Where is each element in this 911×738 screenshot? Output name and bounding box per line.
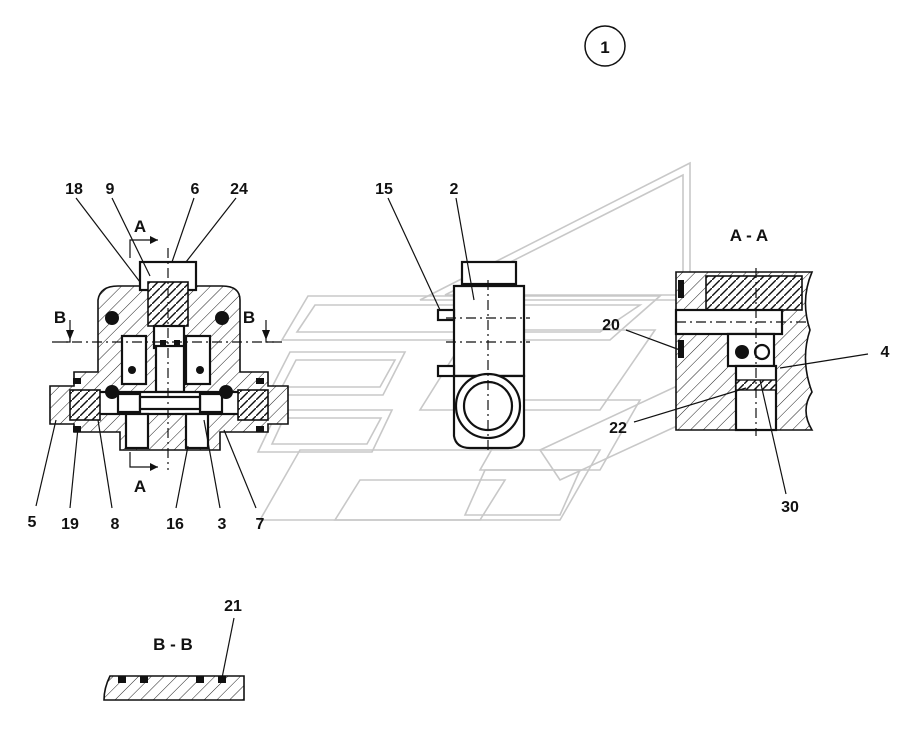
callout-20: 20 [602, 317, 620, 334]
cut-b-right-label: B [243, 308, 255, 327]
cut-b-left-label: B [54, 308, 66, 327]
callout-2: 2 [450, 181, 459, 198]
sheet-number-badge: 1 [584, 25, 626, 67]
callout-8: 8 [111, 516, 120, 533]
callout-3: 3 [218, 516, 227, 533]
main-valve-section: A A B B [49, 217, 289, 496]
callout-18: 18 [65, 181, 83, 198]
section-aa-view: A - A [625, 226, 869, 495]
cut-a-bottom-label: A [134, 477, 146, 496]
callout-21: 21 [224, 598, 242, 615]
callout-9: 9 [106, 181, 115, 198]
section-bb-title: B - B [153, 635, 193, 654]
callout-19: 19 [61, 516, 79, 533]
callout-30: 30 [781, 499, 799, 516]
callout-22: 22 [609, 420, 627, 437]
side-view [387, 197, 530, 450]
callout-6: 6 [191, 181, 200, 198]
callout-5: 5 [28, 514, 37, 531]
callout-7: 7 [256, 516, 265, 533]
callout-16: 16 [166, 516, 184, 533]
sheet-number: 1 [600, 38, 609, 57]
callout-labels: 18 9 6 24 15 2 20 4 22 30 5 19 8 16 3 7 … [28, 181, 890, 615]
section-aa-title: A - A [730, 226, 768, 245]
section-bb-view: B - B [103, 617, 245, 701]
callout-15: 15 [375, 181, 393, 198]
callout-4: 4 [881, 344, 890, 361]
left-view-leaders [35, 197, 257, 509]
callout-24: 24 [230, 181, 248, 198]
cut-a-top-label: A [134, 217, 146, 236]
